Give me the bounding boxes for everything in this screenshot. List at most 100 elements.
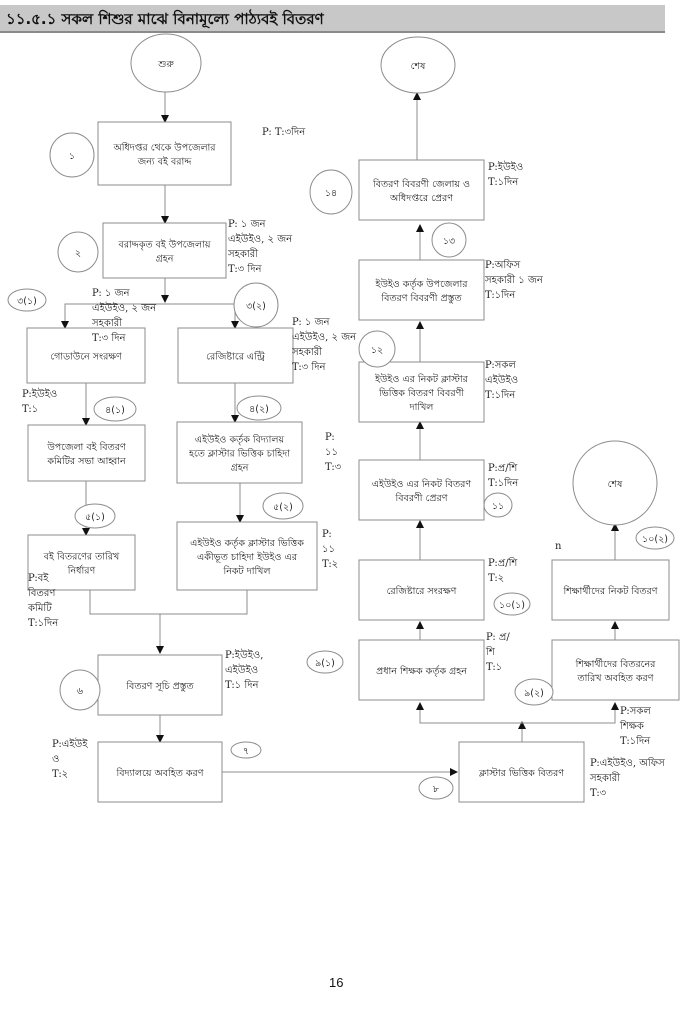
people-time-annotation: T:২ [488,573,504,584]
process-label: বিতরণ বিবরণী প্রস্তুত [380,291,462,304]
step-s5b: এইউইও কর্তৃক ক্লাস্টার ভিত্তিকএকীভূত চাহ… [176,492,338,591]
step-number: ৪(২) [249,404,269,415]
people-time-annotation: ১১ [325,447,338,458]
people-time-annotation: সহকারী [291,345,322,358]
step-number-badge [635,526,675,550]
people-time-annotation: শি [485,646,496,658]
step-number-badge [306,650,344,674]
process-label: বিতরণ সূচি প্রস্তুত [125,680,194,692]
step-s5a: বই বিতরণের তারিখনির্ধারণ৫(১)P:বইবিতরণকমি… [27,503,136,629]
people-time-annotation: P:ইউইও, [225,648,263,661]
process-label: বিতরণ বিবরণী জেলায় ও [372,177,470,190]
merge-line-s5 [89,590,248,615]
section-title: ১১.৫.১ সকল শিশুর মাঝে বিনামূল্যে পাঠ্যবই… [6,10,324,28]
end-label-right: শেষ [608,479,623,490]
people-time-annotation: T:৩ [325,462,342,473]
process-label: শিক্ষার্থীদের বিতরনের [575,657,657,670]
step-number: ৪(১) [105,405,125,416]
step-number-badge [358,330,396,368]
process-label: শিক্ষার্থীদের নিকট বিতরণ [562,584,658,597]
people-time-annotation: এইউইও, ২ জন [228,232,293,245]
process-label: তারিখ অবহিত করণ [576,672,654,684]
process-box [177,327,294,384]
people-time-annotation: P:সকল [485,360,516,371]
step-number-badge [49,132,95,178]
process-box [358,159,485,221]
people-time-annotation: P:প্র/শি [488,462,518,474]
process-label: কমিটির সভা আহ্বান [46,454,127,467]
process-box [358,459,485,521]
step-s4b: এইউইও কর্তৃক বিদ্যালয়হতে ক্লাস্টার ভিত্… [176,395,342,484]
people-time-annotation: P:ইউইও [22,387,57,400]
step-number-badge [514,678,554,706]
process-label: রেজিষ্টারে সংরক্ষণ [387,585,458,597]
people-time-annotation: T:২ [322,559,338,570]
end-terminal-top: শেষ [380,36,456,94]
people-time-annotation: P: [325,432,335,443]
people-time-annotation: T:১দিন [488,477,519,489]
step-number-badge [93,396,137,422]
process-label: দাখিল [409,401,435,413]
split-line-s3 [64,303,236,328]
process-label: বিদ্যালয়ে অবহিত করণ [115,767,204,779]
people-time-annotation: n [555,541,562,552]
step-number: ৯(১) [315,658,335,669]
step-number: ১১ [492,501,504,512]
step-number: ৩(২) [246,301,266,312]
step-number-badge [233,282,279,328]
process-label: ইউইও কর্তৃক উপজেলার [375,277,469,290]
step-number: ৩(১) [17,296,37,307]
people-time-annotation: T:১ দিন [225,679,259,691]
step-number: ৭ [243,746,249,757]
process-label: এইউইও কর্তৃক ক্লাস্টার ভিত্তিক [190,536,305,549]
split-line-s9 [419,703,616,724]
people-time-annotation: ১১ [322,544,335,555]
process-box [97,741,223,803]
step-number-badge [74,503,116,529]
process-box [97,121,232,186]
step-number: ১ [69,151,75,162]
people-time-annotation: T:১দিন [485,289,516,301]
process-box [551,639,680,701]
people-time-annotation: T:১ [486,662,502,673]
process-label: গ্রহন [231,463,250,474]
step-number: ৯(২) [524,688,544,699]
step-number: ৫(২) [273,502,293,513]
process-label: নিকট দাখিল [222,564,271,577]
people-time-annotation: এইউইও, ২ জন [92,301,157,314]
page-number: 16 [329,975,344,990]
people-time-annotation: সহকারী [589,771,620,784]
people-time-annotation: P:সকল [620,706,651,717]
step-number-badge [431,222,467,258]
step-number: ৫(১) [85,512,105,523]
process-label: অধিদপ্তরে প্রেরণ [389,192,454,204]
process-label: জন্য বই বরাদ্দ [137,156,192,168]
people-time-annotation: T:১ [22,404,38,415]
people-time-annotation: T:১দিন [28,617,59,629]
people-time-annotation: P:অফিস [485,259,521,271]
process-label: বই বিতরণের তারিখ [43,551,120,563]
process-box [551,559,670,621]
end-terminal-right: শেষ [572,440,658,526]
start-label: শুরু [157,59,174,70]
people-time-annotation: P:এইউই [52,737,88,750]
people-time-annotation: P:প্র/শি [488,557,518,569]
people-time-annotation: T:৩ দিন [228,263,262,275]
process-label: গ্রহন [156,254,175,265]
section-title-bar: ১১.৫.১ সকল শিশুর মাঝে বিনামূল্যে পাঠ্যবই… [0,5,665,33]
step-number-badge [7,288,47,312]
step-number-badge [236,395,282,421]
step-number: ৬ [77,686,84,697]
step-s14: বিতরণ বিবরণী জেলায় ওঅধিদপ্তরে প্রেরণ১৪P… [309,159,523,221]
people-time-annotation: P: ১ জন [92,288,131,299]
step-number-badge [483,492,513,518]
